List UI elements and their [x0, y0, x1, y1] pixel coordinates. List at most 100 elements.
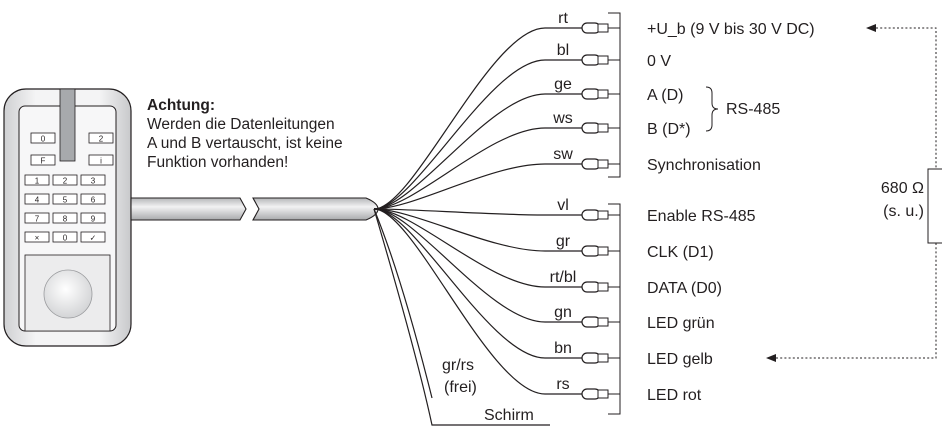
warning-line: Funktion vorhanden!	[147, 154, 289, 171]
shield-label: Schirm	[484, 407, 534, 424]
signal-label: CLK (D1)	[647, 244, 714, 261]
svg-text:i: i	[100, 157, 102, 166]
signal-label: LED rot	[647, 387, 702, 404]
svg-text:✓: ✓	[90, 234, 97, 243]
svg-text:0: 0	[41, 135, 46, 144]
terminal-icon	[581, 245, 620, 257]
keypad-key: F	[30, 154, 56, 166]
signal-label: LED gelb	[647, 351, 713, 368]
wire-color-label: rt/bl	[550, 269, 577, 286]
signal-label: B (D*)	[647, 121, 691, 138]
resistor: 680 Ω (s. u.)	[881, 168, 942, 244]
keypad-key: 9	[80, 212, 106, 224]
wire	[373, 208, 582, 288]
signal-label: 0 V	[647, 53, 671, 70]
terminal-icon	[581, 352, 620, 364]
terminal-icon	[581, 54, 620, 66]
wire-color-label: bl	[557, 42, 569, 59]
terminal-icon	[581, 88, 620, 100]
rs485-brace	[705, 86, 719, 132]
keypad-key: i	[88, 154, 114, 166]
terminal-icon	[581, 281, 620, 293]
terminal-icon	[581, 388, 620, 400]
terminal-icon	[581, 209, 620, 221]
wire-color-label: bn	[554, 340, 572, 357]
svg-text:2: 2	[63, 177, 68, 186]
wire-color-label: ge	[554, 76, 572, 93]
warning-note: Achtung: Werden die Datenleitungen A und…	[147, 96, 417, 172]
free-wire-label: gr/rs	[442, 357, 474, 374]
wire	[373, 208, 582, 216]
wire-color-label: gn	[554, 304, 572, 321]
svg-text:×: ×	[35, 234, 40, 243]
free-wire	[373, 208, 433, 399]
keypad-key: 6	[80, 193, 106, 205]
wire-color-label: gr	[556, 233, 571, 250]
wire-color-label: rt	[558, 10, 568, 27]
terminal-icon	[581, 158, 620, 170]
svg-text:0: 0	[63, 234, 68, 243]
arrow-icon	[866, 24, 876, 32]
keypad-key: 2	[52, 174, 78, 186]
wire-bundle	[373, 27, 582, 426]
wire	[373, 93, 582, 210]
keypad-key: 0	[52, 231, 78, 243]
svg-text:5: 5	[63, 196, 68, 205]
keypad-key: 2	[88, 132, 114, 144]
terminal-bracket-bottom	[608, 203, 621, 415]
wire	[373, 208, 582, 395]
terminal-rows: rt +U_b (9 V bis 30 V DC) bl 0 V ge A (D) ws B …	[550, 10, 815, 404]
terminal-icon	[581, 316, 620, 328]
wire	[373, 163, 582, 210]
free-wire-note: (frei)	[444, 379, 477, 396]
keypad-key: 4	[24, 193, 50, 205]
wire	[373, 127, 582, 210]
keypad-key: 1	[24, 174, 50, 186]
keypad-key: 3	[80, 174, 106, 186]
warning-title: Achtung:	[147, 97, 216, 114]
rs485-label: RS-485	[726, 101, 780, 118]
svg-text:3: 3	[91, 177, 96, 186]
keypad-key: 8	[52, 212, 78, 224]
arrow-icon	[766, 354, 776, 362]
wire-color-label: rs	[556, 376, 569, 393]
terminal-bracket-top	[608, 12, 621, 178]
resistor-connections	[766, 24, 937, 362]
terminal-icon	[581, 122, 620, 134]
signal-label: Synchronisation	[647, 157, 761, 174]
wire-color-label: sw	[553, 146, 573, 163]
wire-color-label: vl	[557, 197, 569, 214]
warning-line: Werden die Datenleitungen	[147, 116, 335, 133]
signal-label: LED grün	[647, 315, 715, 332]
terminal-icon	[581, 22, 620, 34]
signal-label: +U_b (9 V bis 30 V DC)	[647, 21, 815, 38]
wire	[373, 208, 582, 359]
keypad-key: ×	[24, 231, 50, 243]
svg-text:6: 6	[91, 196, 96, 205]
svg-text:8: 8	[63, 215, 68, 224]
svg-text:F: F	[41, 157, 46, 166]
cable	[130, 197, 379, 221]
wire	[373, 208, 582, 323]
warning-line: A und B vertauscht, ist keine	[147, 135, 343, 152]
resistor-note: (s. u.)	[883, 203, 924, 220]
svg-text:1: 1	[35, 177, 40, 186]
svg-text:9: 9	[91, 215, 96, 224]
wire	[373, 59, 582, 210]
signal-label: Enable RS-485	[647, 208, 756, 225]
keypad-key: 5	[52, 193, 78, 205]
shield-wire	[373, 208, 550, 426]
wire	[373, 208, 582, 252]
wire	[373, 27, 582, 210]
svg-text:4: 4	[35, 196, 40, 205]
resistor-value: 680 Ω	[881, 180, 924, 197]
keypad-key: 7	[24, 212, 50, 224]
svg-text:7: 7	[35, 215, 40, 224]
signal-label: DATA (D0)	[647, 280, 722, 297]
signal-label: A (D)	[647, 87, 683, 104]
wire-color-label: ws	[552, 110, 573, 127]
svg-text:2: 2	[99, 135, 104, 144]
